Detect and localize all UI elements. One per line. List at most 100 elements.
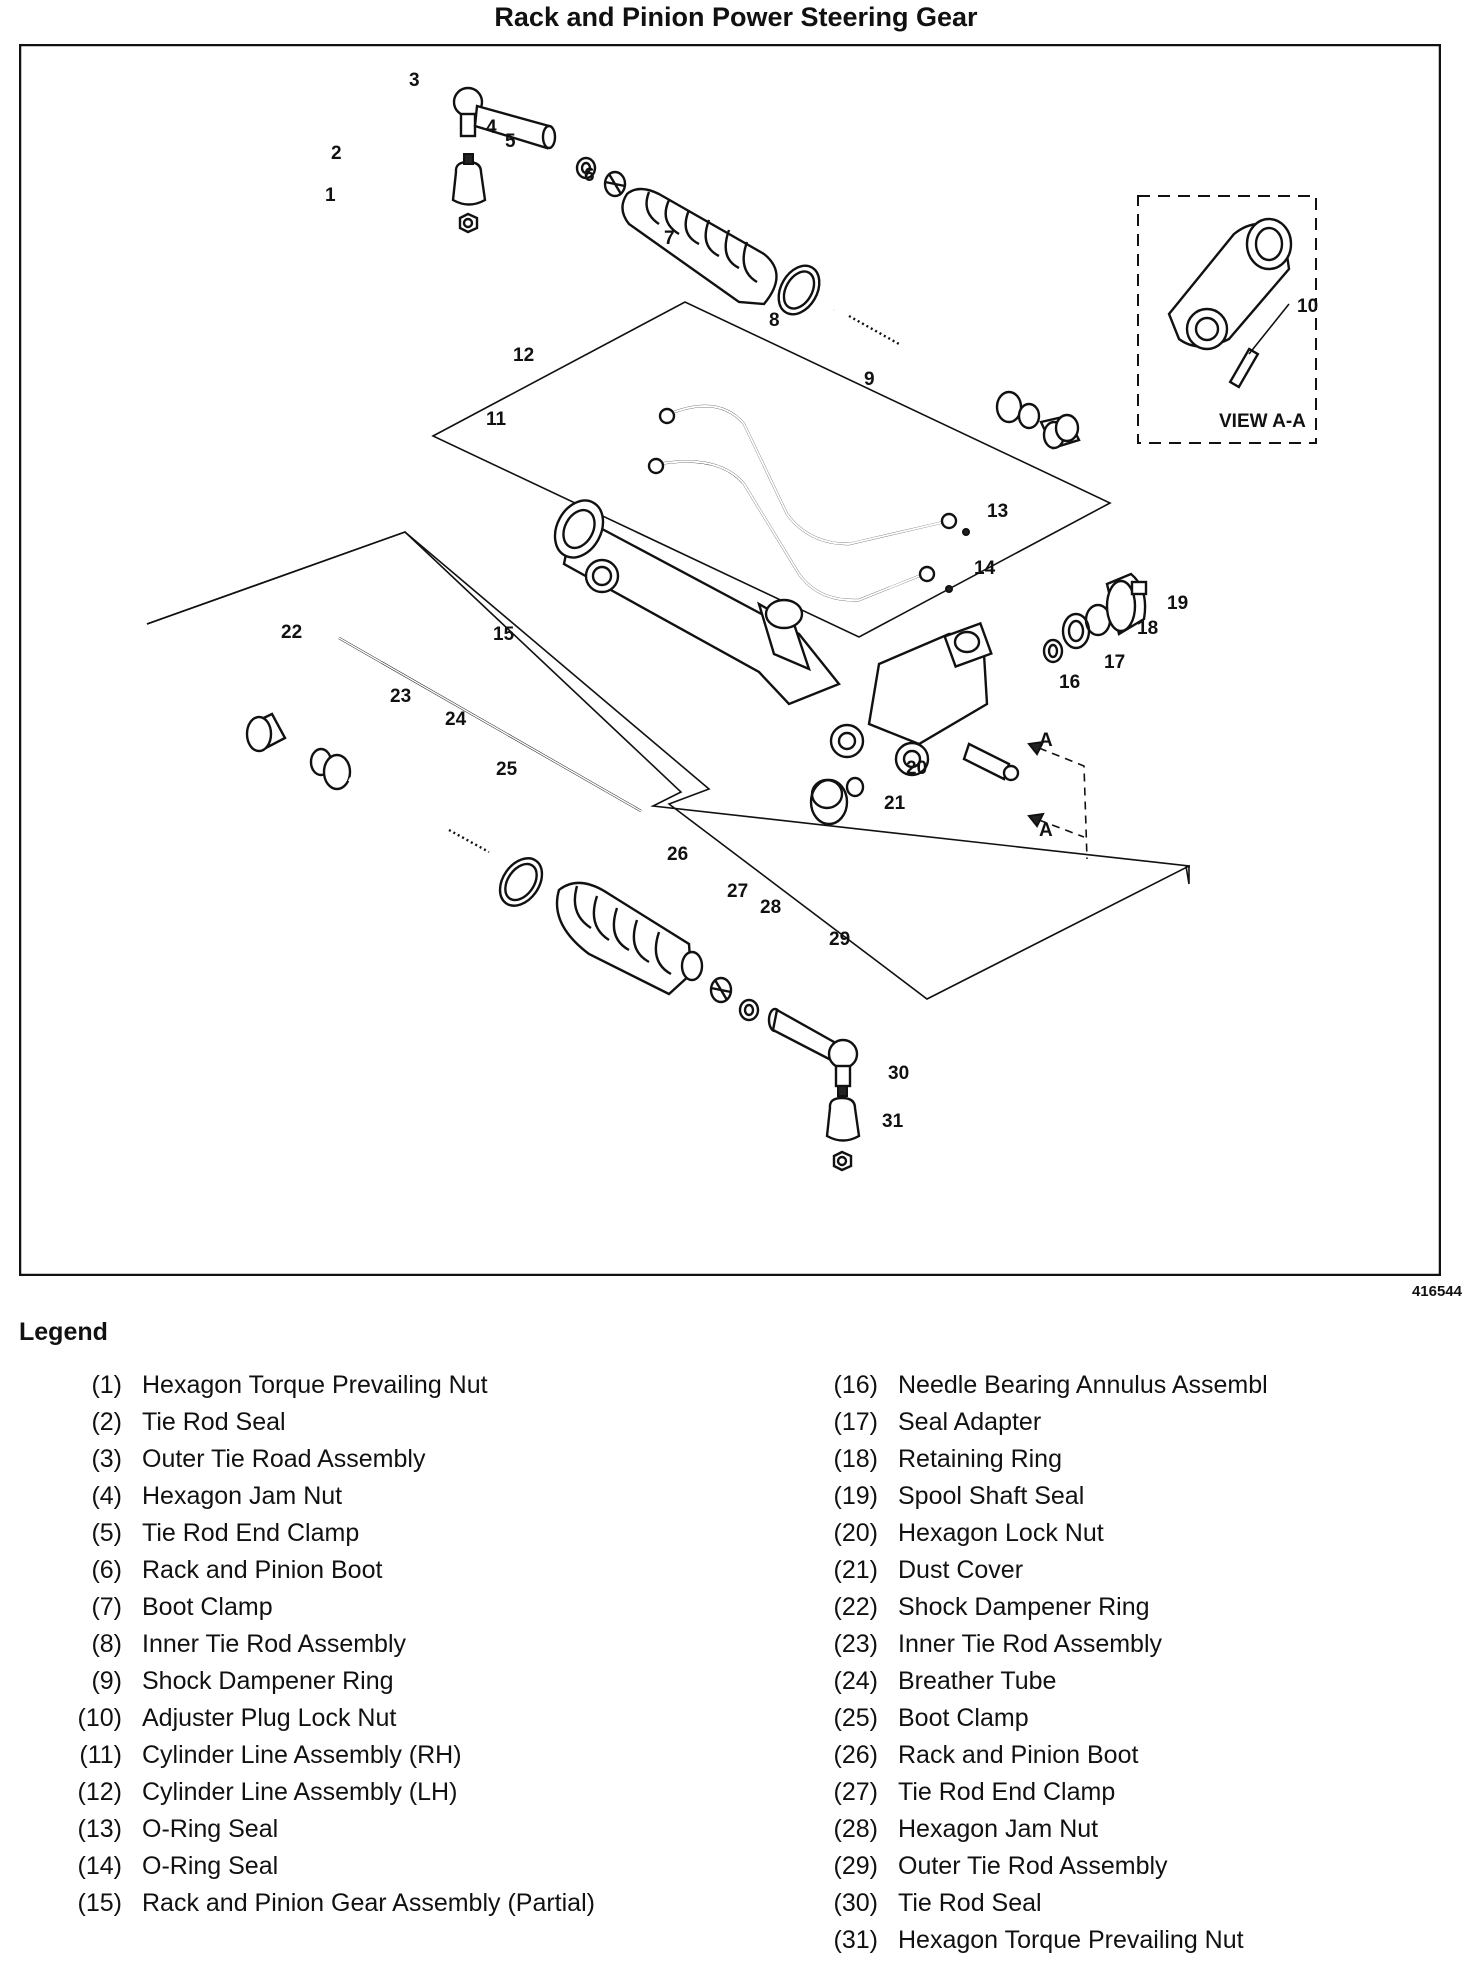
section-marker-top: A xyxy=(1039,730,1053,751)
legend-item-number: (11) xyxy=(79,1741,122,1769)
legend-item-number: (24) xyxy=(833,1667,878,1695)
legend-item: (24) Breather Tube xyxy=(810,1667,1450,1704)
legend-item-number: (21) xyxy=(833,1556,878,1584)
callout-21: 21 xyxy=(884,793,906,814)
legend-item-number: (10) xyxy=(77,1704,122,1732)
legend-item-number: (6) xyxy=(91,1556,122,1584)
legend-item: (30) Tie Rod Seal xyxy=(810,1889,1450,1926)
legend-item-number: (29) xyxy=(833,1852,878,1880)
diagram-title: Rack and Pinion Power Steering Gear xyxy=(494,2,978,32)
legend-left-column: (1)Hexagon Torque Prevailing Nut(2)Tie R… xyxy=(60,1371,740,1926)
rack-pinion-boot-bottom xyxy=(555,881,704,996)
legend-item-label: Shock Dampener Ring xyxy=(142,1667,394,1695)
legend-item-label: Dust Cover xyxy=(898,1556,1024,1584)
shock-dampener-ring-top xyxy=(1039,413,1081,450)
legend-item-number: (2) xyxy=(91,1408,122,1436)
callout-20: 20 xyxy=(906,758,927,779)
inner-tie-rod-top xyxy=(833,308,1041,430)
legend-item-label: Rack and Pinion Boot xyxy=(142,1556,383,1584)
callout-31: 31 xyxy=(882,1111,904,1132)
o-ring-seal-14 xyxy=(945,585,953,593)
legend-item-label: Tie Rod End Clamp xyxy=(898,1778,1116,1806)
legend-item: (20)Hexagon Lock Nut xyxy=(810,1519,1450,1556)
inner-tie-rod-bottom xyxy=(309,747,490,854)
callout-24: 24 xyxy=(445,709,467,730)
legend-item: (28)Hexagon Jam Nut xyxy=(810,1815,1450,1852)
needle-bearing-annulus xyxy=(1042,638,1064,664)
jam-nut-bottom xyxy=(738,998,760,1022)
legend-item-number: (12) xyxy=(77,1778,122,1806)
legend-item-label: Breather Tube xyxy=(898,1667,1057,1695)
torque-nut-top xyxy=(458,212,479,234)
legend-item: (10) Adjuster Plug Lock Nut xyxy=(60,1704,740,1741)
legend-item: (15)Rack and Pinion Gear Assembly (Parti… xyxy=(60,1889,740,1926)
tie-rod-end-clamp-top xyxy=(603,170,627,198)
legend-item-label: Outer Tie Road Assembly xyxy=(142,1445,426,1473)
legend-item: (6) Rack and Pinion Boot xyxy=(60,1556,740,1593)
callout-7: 7 xyxy=(664,228,675,249)
legend-item-number: (28) xyxy=(833,1815,878,1843)
shock-dampener-ring-bottom xyxy=(245,712,287,753)
legend-item-number: (1) xyxy=(91,1371,122,1399)
section-arrows xyxy=(1027,740,1088,860)
legend-item: (4)Hexagon Jam Nut xyxy=(60,1482,740,1519)
legend-item-label: Inner Tie Rod Assembly xyxy=(898,1630,1163,1658)
legend-item-number: (30) xyxy=(833,1889,878,1917)
callout-16: 16 xyxy=(1059,672,1080,693)
callout-12: 12 xyxy=(513,345,534,366)
legend-item-label: O-Ring Seal xyxy=(142,1815,279,1843)
legend-item-label: Boot Clamp xyxy=(142,1593,273,1621)
legend-item: (7) Boot Clamp xyxy=(60,1593,740,1630)
legend-right-column: (16)Needle Bearing Annulus Assembl(17)Se… xyxy=(810,1371,1450,1963)
legend-item-label: Outer Tie Rod Assembly xyxy=(898,1852,1168,1880)
legend-item-number: (5) xyxy=(91,1519,122,1547)
legend-item: (23) Inner Tie Rod Assembly xyxy=(810,1630,1450,1667)
legend-item: (31)Hexagon Torque Prevailing Nut xyxy=(810,1926,1450,1963)
callout-22: 22 xyxy=(281,622,302,643)
boot-clamp-bottom xyxy=(498,857,544,907)
callout-3: 3 xyxy=(409,70,420,91)
legend-item-number: (19) xyxy=(833,1482,878,1510)
callout-17: 17 xyxy=(1104,652,1125,673)
legend-item-number: (7) xyxy=(91,1593,122,1621)
legend-item: (13) O-Ring Seal xyxy=(60,1815,740,1852)
legend-item-number: (23) xyxy=(833,1630,878,1658)
legend-item-number: (8) xyxy=(91,1630,122,1658)
legend-item: (26)Rack and Pinion Boot xyxy=(810,1741,1450,1778)
breather-tube xyxy=(338,636,642,813)
callout-6: 6 xyxy=(584,165,595,186)
callout-11: 11 xyxy=(486,409,507,430)
legend-item: (21) Dust Cover xyxy=(810,1556,1450,1593)
legend-item-label: Hexagon Torque Prevailing Nut xyxy=(898,1926,1244,1954)
legend-item-number: (25) xyxy=(833,1704,878,1732)
tie-rod-seal-top xyxy=(451,153,487,206)
legend-item-number: (9) xyxy=(91,1667,122,1695)
legend-item: (22)Shock Dampener Ring xyxy=(810,1593,1450,1630)
legend-item-number: (14) xyxy=(77,1852,122,1880)
legend-item-label: Tie Rod Seal xyxy=(898,1889,1042,1917)
legend-item-number: (18) xyxy=(833,1445,878,1473)
callout-26: 26 xyxy=(667,844,688,865)
outer-tie-rod-top xyxy=(452,86,557,150)
legend-item-label: Adjuster Plug Lock Nut xyxy=(142,1704,397,1732)
callout-2: 2 xyxy=(331,143,342,164)
rack-pinion-gear-assembly xyxy=(553,499,1020,782)
diagram-border xyxy=(19,44,1441,1276)
outer-tie-rod-bottom xyxy=(767,1007,859,1088)
legend-item: (3)Outer Tie Road Assembly xyxy=(60,1445,740,1482)
callout-10: 10 xyxy=(1297,296,1318,317)
callout-5: 5 xyxy=(505,131,516,152)
torque-nut-bottom xyxy=(832,1150,853,1172)
callout-13: 13 xyxy=(987,501,1008,522)
legend-item-label: Rack and Pinion Gear Assembly (Partial) xyxy=(142,1889,595,1917)
dust-cover xyxy=(809,778,849,826)
callout-23: 23 xyxy=(390,686,411,707)
legend-item-label: Boot Clamp xyxy=(898,1704,1029,1732)
legend-item-label: Retaining Ring xyxy=(898,1445,1062,1473)
legend-item-label: Rack and Pinion Boot xyxy=(898,1741,1139,1769)
legend-heading: Legend xyxy=(19,1318,108,1346)
legend-item: (9) Shock Dampener Ring xyxy=(60,1667,740,1704)
legend-item-number: (13) xyxy=(77,1815,122,1843)
hexagon-lock-nut xyxy=(845,776,865,798)
exploded-view-diagram: VIEW A-A A A xyxy=(19,44,1441,1276)
